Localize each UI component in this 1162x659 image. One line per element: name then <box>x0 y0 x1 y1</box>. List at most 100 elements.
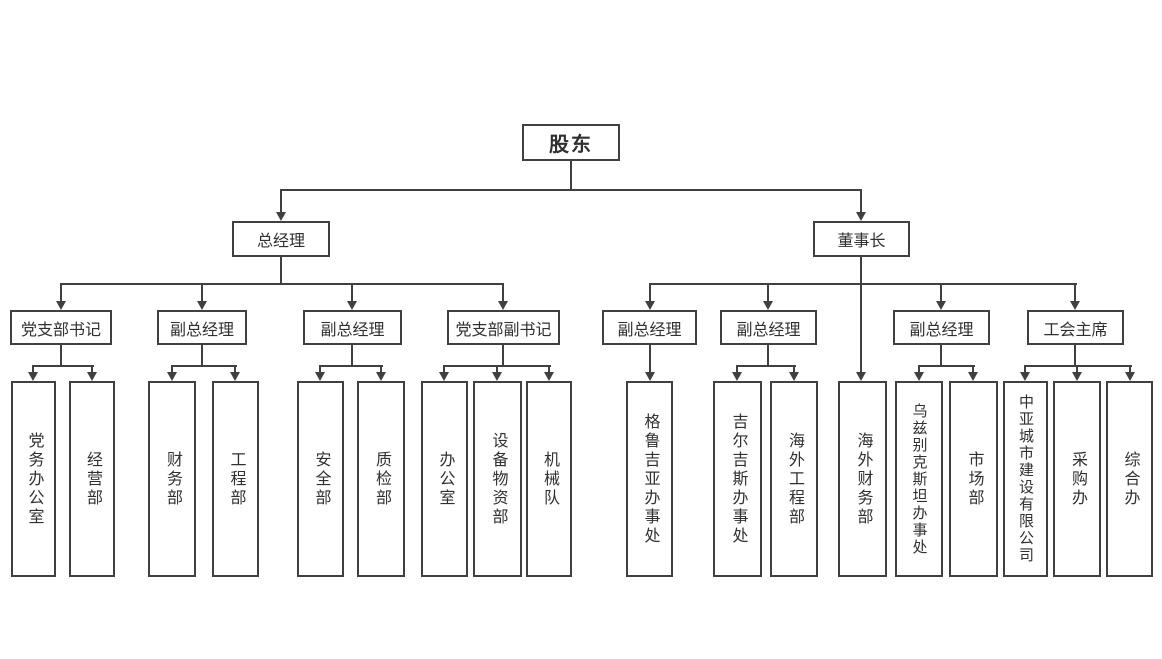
connector-line <box>649 283 1077 285</box>
connector-line <box>736 365 738 374</box>
node-label: 副总经理 <box>909 321 974 339</box>
node-safety-dept: 安全部 <box>297 381 344 577</box>
arrow-down-icon <box>1125 372 1135 381</box>
connector-line <box>1076 365 1078 374</box>
node-kyrgyzstan-office: 吉尔吉斯办事处 <box>713 381 762 577</box>
arrow-down-icon <box>1020 372 1030 381</box>
connector-line <box>280 257 282 283</box>
connector-line <box>351 283 353 302</box>
node-procurement-office: 采购办 <box>1053 381 1101 577</box>
node-union-chairman: 工会主席 <box>1027 310 1124 345</box>
connector-line <box>32 365 94 367</box>
connector-line <box>60 283 62 302</box>
node-engineering-dept: 工程部 <box>212 381 259 577</box>
arrow-down-icon <box>645 301 655 310</box>
connector-line <box>570 161 572 190</box>
node-label: 吉尔吉斯办事处 <box>729 412 747 546</box>
node-label: 采购办 <box>1069 450 1086 508</box>
arrow-down-icon <box>492 372 502 381</box>
node-label: 机械队 <box>541 450 558 508</box>
connector-line <box>171 365 173 374</box>
arrow-down-icon <box>28 372 38 381</box>
connector-line <box>443 365 445 374</box>
connector-line <box>502 345 504 365</box>
node-office: 办公室 <box>421 381 468 577</box>
arrow-down-icon <box>439 372 449 381</box>
arrow-down-icon <box>347 301 357 310</box>
arrow-down-icon <box>197 301 207 310</box>
arrow-down-icon <box>1070 301 1080 310</box>
arrow-down-icon <box>914 372 924 381</box>
node-overseas-finance-dept: 海外财务部 <box>838 381 887 577</box>
connector-line <box>1024 365 1132 367</box>
node-quality-inspection-dept: 质检部 <box>357 381 405 577</box>
connector-line <box>1074 283 1076 302</box>
connector-line <box>1129 365 1131 374</box>
node-party-affairs-office: 党务办公室 <box>11 381 56 577</box>
node-shareholders: 股东 <box>522 124 620 161</box>
connector-line <box>940 283 942 302</box>
connector-line <box>793 365 795 374</box>
node-label: 海外财务部 <box>854 431 872 527</box>
connector-line <box>60 283 504 285</box>
node-label: 乌兹别克斯坦办事处 <box>910 402 928 556</box>
connector-line <box>860 189 862 214</box>
connector-line <box>649 283 651 302</box>
node-machinery-team: 机械队 <box>526 381 572 577</box>
arrow-down-icon <box>936 301 946 310</box>
node-label: 设备物资部 <box>489 431 507 527</box>
node-label: 副总经理 <box>320 321 385 339</box>
connector-line <box>171 365 237 367</box>
connector-line <box>860 257 862 374</box>
node-label: 工会主席 <box>1043 321 1108 339</box>
connector-line <box>380 365 382 374</box>
connector-line <box>201 283 203 302</box>
arrow-down-icon <box>856 212 866 221</box>
node-label: 副总经理 <box>169 321 234 339</box>
connector-line <box>60 345 62 365</box>
node-label: 董事长 <box>837 233 886 250</box>
node-label: 经营部 <box>84 450 101 508</box>
connector-line <box>496 365 498 374</box>
connector-line <box>234 365 236 374</box>
connector-line <box>502 283 504 302</box>
connector-line <box>319 365 321 374</box>
node-deputy-gm-3: 副总经理 <box>602 310 697 345</box>
node-label: 副总经理 <box>617 321 682 339</box>
connector-line <box>1074 345 1076 365</box>
connector-line <box>280 189 862 191</box>
connector-line <box>767 345 769 365</box>
node-deputy-gm-2: 副总经理 <box>303 310 402 345</box>
connector-line <box>918 365 975 367</box>
connector-line <box>319 365 383 367</box>
node-general-affairs-office: 综合办 <box>1106 381 1153 577</box>
node-chairman: 董事长 <box>813 221 910 257</box>
connector-line <box>767 283 769 302</box>
arrow-down-icon <box>56 301 66 310</box>
node-label: 中亚城市建设有限公司 <box>1017 394 1034 564</box>
arrow-down-icon <box>230 372 240 381</box>
arrow-down-icon <box>732 372 742 381</box>
node-equipment-materials-dept: 设备物资部 <box>473 381 522 577</box>
connector-line <box>940 345 942 365</box>
node-general-manager: 总经理 <box>232 221 330 257</box>
connector-line <box>91 365 93 374</box>
node-deputy-gm-1: 副总经理 <box>157 310 247 345</box>
connector-line <box>280 189 282 214</box>
node-label: 海外工程部 <box>786 431 803 527</box>
node-label: 安全部 <box>312 450 330 508</box>
node-label: 财务部 <box>164 450 181 508</box>
node-central-asia-city-construction-co: 中亚城市建设有限公司 <box>1003 381 1048 577</box>
arrow-down-icon <box>498 301 508 310</box>
node-label: 党务办公室 <box>25 431 43 527</box>
arrow-down-icon <box>87 372 97 381</box>
node-label: 副总经理 <box>736 321 801 339</box>
arrow-down-icon <box>376 372 386 381</box>
arrow-down-icon <box>276 212 286 221</box>
connector-line <box>972 365 974 374</box>
node-label: 工程部 <box>227 450 245 508</box>
connector-line <box>32 365 34 374</box>
arrow-down-icon <box>856 372 866 381</box>
connector-line <box>548 365 550 374</box>
